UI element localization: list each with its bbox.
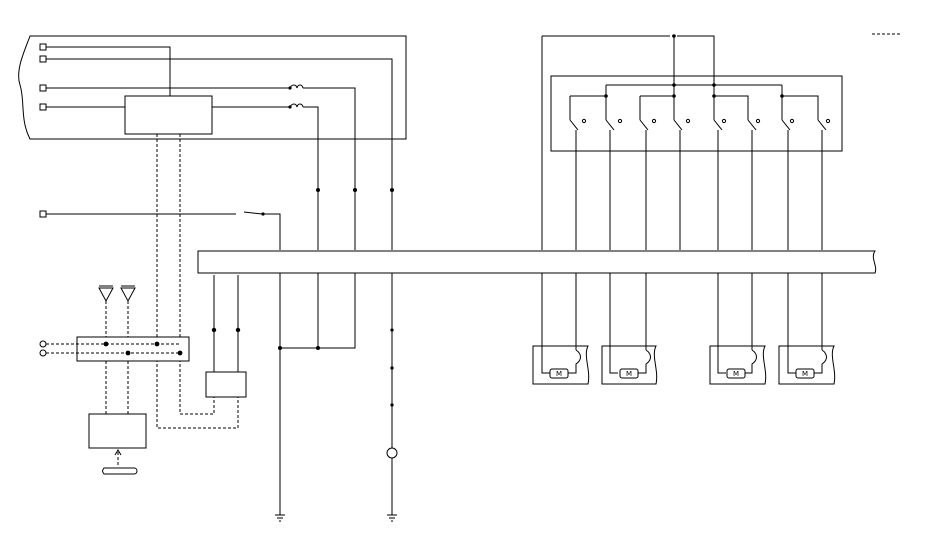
wiring-harness-bus bbox=[197, 250, 877, 274]
fuse-2 bbox=[289, 103, 304, 108]
control-unit-box bbox=[124, 95, 213, 135]
antenna-1 bbox=[98, 285, 114, 303]
input-terminal-3 bbox=[39, 84, 47, 92]
antenna-2 bbox=[120, 285, 136, 303]
window-switch-contacts bbox=[569, 118, 831, 131]
input-terminal-2 bbox=[39, 55, 47, 63]
input-terminal-1 bbox=[39, 43, 47, 51]
fuse-1 bbox=[289, 84, 304, 89]
key-reader-box bbox=[88, 413, 147, 449]
receiver-terminal-2 bbox=[39, 349, 47, 357]
switch-contact bbox=[243, 211, 281, 250]
receiver-module bbox=[76, 336, 190, 362]
receiver-terminal-1 bbox=[39, 340, 47, 348]
ground-symbol-2 bbox=[387, 514, 397, 522]
switch-terminal bbox=[39, 210, 47, 218]
input-terminal-4 bbox=[39, 103, 47, 111]
window-motor-1: M bbox=[532, 273, 590, 385]
motor-label-4: M bbox=[802, 370, 808, 378]
relay-module bbox=[205, 371, 247, 398]
motor-label-2: M bbox=[626, 370, 632, 378]
window-motor-4: M bbox=[778, 273, 836, 385]
key-fob bbox=[102, 467, 138, 475]
window-motor-3: M bbox=[709, 273, 767, 385]
ground-symbol-1 bbox=[275, 514, 285, 522]
indicator-lamp bbox=[386, 447, 398, 459]
motor-label-1: M bbox=[556, 370, 562, 378]
window-motor-2: M bbox=[601, 273, 658, 385]
control-module bbox=[18, 35, 407, 140]
switch-panel bbox=[550, 75, 843, 152]
motor-label-3: M bbox=[733, 370, 739, 378]
